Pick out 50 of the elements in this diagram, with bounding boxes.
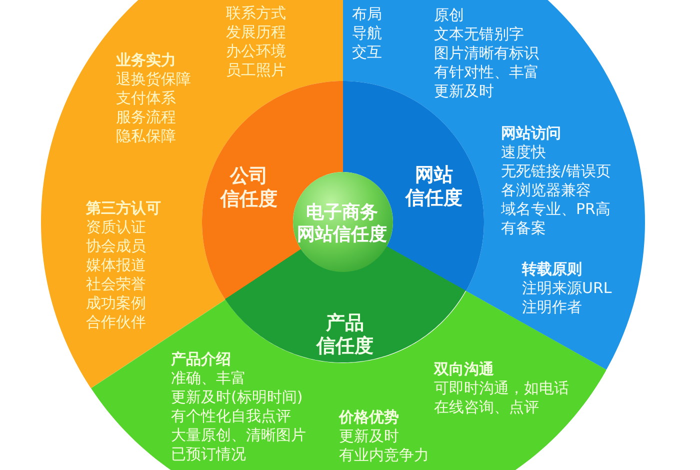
list-item-text: 文本无错别字 bbox=[434, 25, 524, 44]
list-item-text: 已预订情况 bbox=[170, 444, 246, 464]
list-item-text: 注明作者 bbox=[522, 298, 582, 317]
list-item-text: 有业内竞争力 bbox=[338, 446, 429, 465]
list-item-text: 服务流程 bbox=[116, 108, 176, 127]
list-item-text: 支付体系 bbox=[116, 89, 176, 108]
section-heading: 双向沟通 bbox=[434, 360, 494, 379]
list-item-text: 有个性化自我点评 bbox=[170, 406, 291, 426]
list-item-text: 员工照片 bbox=[226, 61, 286, 80]
list-item-text: 有备案 bbox=[501, 219, 546, 238]
list-item-text: 注明来源URL bbox=[522, 279, 612, 298]
list-item-text: 域名专业、PR高 bbox=[501, 200, 610, 219]
list-item-text: 办公环境 bbox=[226, 42, 286, 61]
list-item-text: 退换货保障 bbox=[116, 70, 191, 89]
list-item-text: 资质认证 bbox=[86, 218, 146, 237]
section-heading: 第三方认可 bbox=[86, 199, 161, 218]
list-item-text: 联系方式 bbox=[226, 4, 286, 23]
list-item-text: 无死链接/错误页 bbox=[501, 162, 612, 181]
section-heading: 价格优势 bbox=[338, 408, 399, 427]
list-item-text: 准确、丰富 bbox=[170, 368, 246, 388]
list-item-text: 媒体报道 bbox=[86, 256, 146, 275]
list-item-text: 有针对性、丰富 bbox=[434, 63, 539, 82]
list-item-text: 在线咨询、点评 bbox=[434, 398, 539, 417]
segment-label: 网站信任度 bbox=[404, 164, 464, 210]
list-item-text: 大量原创、清晰图片 bbox=[170, 426, 306, 445]
section-heading: 转载原则 bbox=[522, 260, 582, 279]
segment-label: 产品信任度 bbox=[315, 312, 374, 358]
list-item-text: 速度快 bbox=[501, 143, 546, 162]
center-circle bbox=[293, 172, 393, 272]
section-heading: 产品介绍 bbox=[170, 350, 231, 369]
list-item-text: 可即时沟通，如电话 bbox=[434, 378, 569, 398]
section-heading: 网站访问 bbox=[501, 124, 561, 143]
list-item-text: 原创 bbox=[434, 6, 464, 25]
list-item-text: 更新及时(标明时间) bbox=[170, 388, 303, 407]
list-item-text: 交互 bbox=[352, 43, 382, 62]
center-label: 电子商务网站信任度 bbox=[296, 202, 388, 246]
list-item-text: 导航 bbox=[352, 24, 382, 43]
list-item-text: 协会成员 bbox=[86, 237, 146, 256]
list-item-text: 隐私保障 bbox=[116, 127, 176, 146]
list-item-text: 图片清晰有标识 bbox=[434, 44, 539, 63]
list-item-text: 合作伙伴 bbox=[86, 313, 146, 332]
list-item-text: 发展历程 bbox=[226, 23, 286, 42]
list-item-text: 更新及时 bbox=[338, 426, 399, 446]
section-heading: 业务实力 bbox=[116, 51, 176, 70]
list-item-text: 成功案例 bbox=[86, 294, 146, 313]
segment-label: 公司信任度 bbox=[219, 165, 278, 211]
list-item-text: 社会荣誉 bbox=[86, 275, 146, 294]
list-item-text: 各浏览器兼容 bbox=[501, 181, 591, 200]
list-item-text: 布局 bbox=[352, 5, 382, 24]
list-item-text: 更新及时 bbox=[434, 82, 494, 101]
